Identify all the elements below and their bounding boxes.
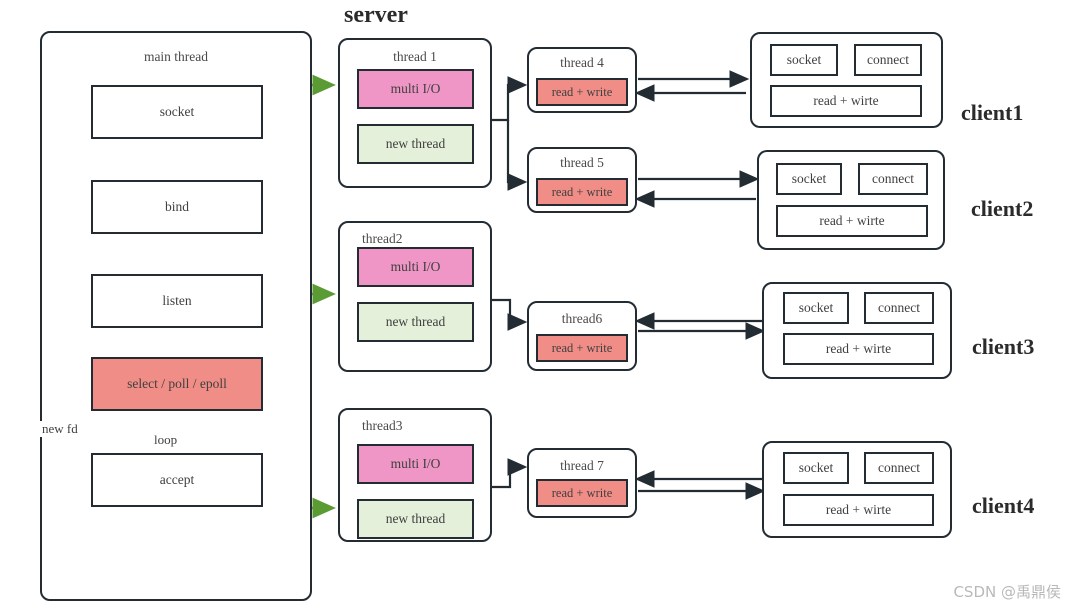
worker-2-multi-io[interactable]: multi I/O [357, 247, 474, 287]
client-1-socket[interactable]: socket [770, 44, 838, 76]
client-2-read-write[interactable]: read + wirte [776, 205, 928, 237]
client-4-read-write[interactable]: read + wirte [783, 494, 934, 526]
client-1-read-write[interactable]: read + wirte [770, 85, 922, 117]
worker-2-new-thread[interactable]: new thread [357, 302, 474, 342]
worker-thread-title-1: thread 1 [393, 49, 437, 64]
io-thread-title-6: thread6 [561, 311, 603, 326]
worker-thread-panel-2: thread2 [338, 221, 492, 372]
io-thread-6-task[interactable]: read + write [536, 334, 628, 362]
io-thread-title-7: thread 7 [560, 458, 604, 473]
io-thread-4-task[interactable]: read + write [536, 78, 628, 106]
worker-3-multi-io[interactable]: multi I/O [357, 444, 474, 484]
client-1-connect[interactable]: connect [854, 44, 922, 76]
main-step-listen[interactable]: listen [91, 274, 263, 328]
io-thread-title-5: thread 5 [560, 155, 604, 170]
main-step-select-poll-epoll[interactable]: select / poll / epoll [91, 357, 263, 411]
client-label-2: client2 [971, 196, 1034, 221]
client-label-4: client4 [972, 493, 1035, 518]
worker-thread-title-3: thread3 [362, 418, 403, 433]
main-step-socket[interactable]: socket [91, 85, 263, 139]
worker-thread-panel-1: thread 1 [338, 38, 492, 188]
io-thread-title-4: thread 4 [560, 55, 604, 70]
page-title: server [344, 2, 408, 28]
client-label-1: client1 [961, 100, 1024, 125]
client-4-connect[interactable]: connect [864, 452, 934, 484]
worker-1-multi-io[interactable]: multi I/O [357, 69, 474, 109]
io-thread-7-task[interactable]: read + write [536, 479, 628, 507]
io-thread-5-task[interactable]: read + write [536, 178, 628, 206]
edge-label-new-fd: new fd [40, 421, 80, 437]
worker-thread-title-2: thread2 [362, 231, 403, 246]
worker-3-new-thread[interactable]: new thread [357, 499, 474, 539]
client-2-connect[interactable]: connect [858, 163, 928, 195]
client-label-3: client3 [972, 334, 1035, 359]
watermark: CSDN @禹鼎侯 [953, 583, 1061, 601]
main-step-bind[interactable]: bind [91, 180, 263, 234]
client-3-read-write[interactable]: read + wirte [783, 333, 934, 365]
main-step-accept[interactable]: accept [91, 453, 263, 507]
main-thread-title: main thread [143, 49, 209, 64]
client-2-socket[interactable]: socket [776, 163, 842, 195]
client-4-socket[interactable]: socket [783, 452, 849, 484]
worker-1-new-thread[interactable]: new thread [357, 124, 474, 164]
client-3-socket[interactable]: socket [783, 292, 849, 324]
client-3-connect[interactable]: connect [864, 292, 934, 324]
edge-label-loop: loop [152, 432, 180, 448]
